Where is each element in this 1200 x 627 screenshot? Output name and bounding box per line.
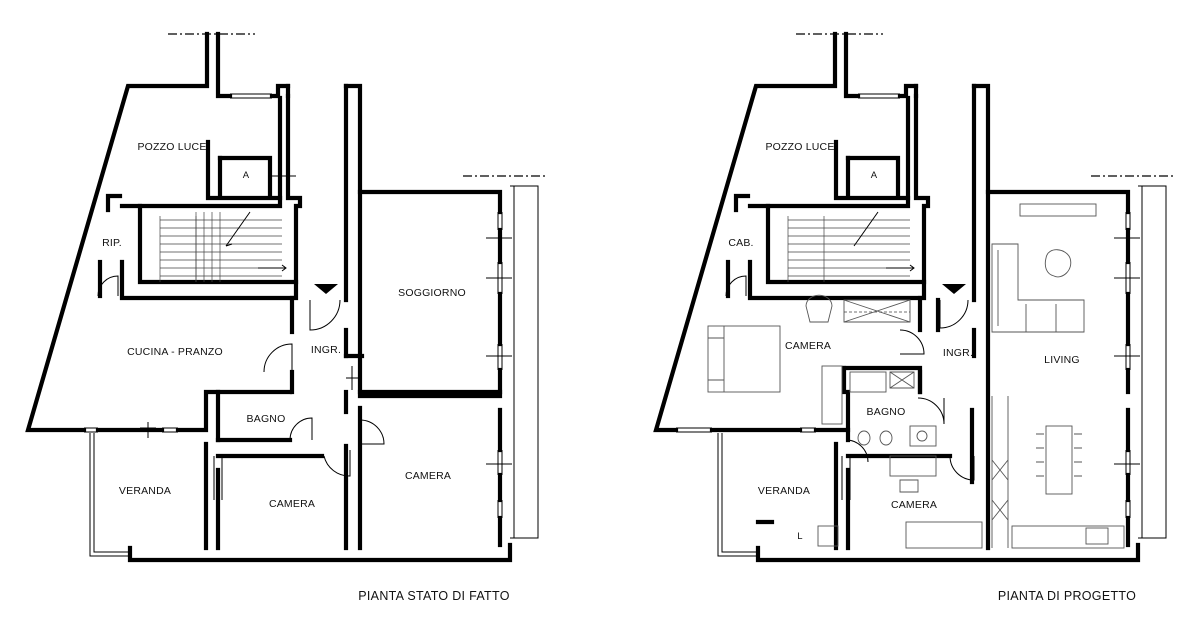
chair-icon [899, 479, 919, 493]
label-ingresso: INGR. [311, 344, 341, 356]
label-camera-main: CAMERA [785, 340, 831, 352]
staircase [787, 211, 915, 282]
door-swings [725, 275, 975, 481]
bidet-icon [879, 430, 893, 446]
coffee-table-icon [1044, 249, 1072, 278]
exterior-walls [653, 31, 1141, 563]
label-bagno: BAGNO [867, 406, 906, 418]
label-camera-small: CAMERA [891, 499, 937, 511]
label-l: L [797, 531, 802, 542]
kitchen-column-icon [991, 396, 1009, 548]
label-veranda: VERANDA [119, 485, 171, 497]
label-living: LIVING [1044, 354, 1080, 366]
closet-icon [843, 299, 911, 323]
laundry-sink-icon [817, 525, 839, 547]
toilet-icon [857, 430, 871, 446]
dining-table-icon [1045, 425, 1073, 495]
label-a: A [871, 170, 878, 181]
terrace-outline [717, 185, 1167, 557]
label-a: A [243, 170, 250, 181]
interior-walls [725, 93, 991, 551]
interior-walls [97, 93, 503, 551]
bed-icon [707, 325, 781, 393]
door-swings [97, 275, 385, 477]
entrance-arrow-icon [942, 284, 966, 294]
staircase [159, 211, 287, 282]
caption-project: PIANTA DI PROGETTO [998, 589, 1136, 603]
caption-existing: PIANTA STATO DI FATTO [358, 589, 509, 603]
label-camera-small: CAMERA [269, 498, 315, 510]
label-camera-large: CAMERA [405, 470, 451, 482]
label-ingresso: INGR. [943, 347, 973, 359]
room-labels-existing: POZZO LUCE A RIP. SOGGIORNO CUCINA - PRA… [102, 141, 466, 510]
furniture [707, 203, 1125, 549]
sofa-icon [991, 243, 1085, 333]
wardrobe-icon [821, 365, 843, 425]
label-veranda: VERANDA [758, 485, 810, 497]
label-cucina-pranzo: CUCINA - PRANZO [127, 346, 223, 358]
desk-icon [889, 455, 937, 477]
label-cab: CAB. [728, 237, 753, 249]
plan-existing: POZZO LUCE A RIP. SOGGIORNO CUCINA - PRA… [25, 31, 548, 603]
entrance-arrow-icon [314, 284, 338, 294]
window-marks [84, 93, 512, 518]
washbasin-icon [909, 425, 937, 447]
label-soggiorno: SOGGIORNO [398, 287, 466, 299]
terrace-outline [89, 185, 539, 557]
plan-project: POZZO LUCE A CAB. CAMERA INGR. LIVING BA… [653, 31, 1176, 603]
bed-small-icon [905, 521, 983, 549]
label-bagno: BAGNO [247, 413, 286, 425]
window-marks [676, 93, 1140, 518]
label-pozzo-luce: POZZO LUCE [137, 141, 206, 153]
shower-icon [849, 371, 887, 393]
tv-cabinet-icon [1019, 203, 1097, 217]
label-pozzo-luce: POZZO LUCE [765, 141, 834, 153]
kitchen-counter-icon [1011, 525, 1125, 549]
label-rip: RIP. [102, 237, 122, 249]
armchair-icon [805, 294, 833, 323]
room-labels-project: POZZO LUCE A CAB. CAMERA INGR. LIVING BA… [728, 141, 1079, 542]
